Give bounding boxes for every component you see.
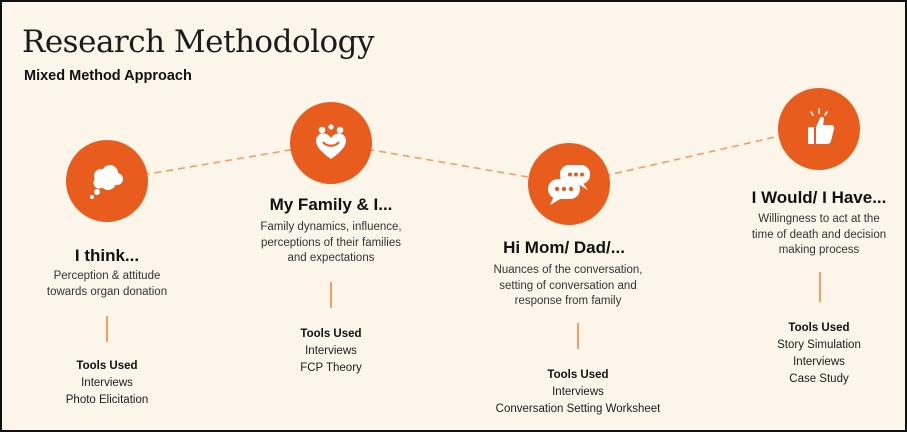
stage-1-divider [106, 316, 108, 342]
stage-4-description: Willingness to act at the time of death … [719, 212, 907, 259]
stage-2-description: Family dynamics, influence, perceptions … [231, 220, 431, 267]
stage-3-description-line: Nuances of the conversation, [493, 264, 643, 276]
tool-item: Story Simulation [777, 339, 861, 351]
tool-item: Interviews [552, 386, 604, 398]
stage-3-circle [528, 143, 610, 225]
page-title: Research Methodology [22, 24, 375, 60]
stage-1-description-line: towards organ donation [46, 285, 168, 298]
stage-1-description-line: Perception & attitude [53, 270, 161, 282]
tool-item: Interviews [81, 377, 133, 389]
family-heart-icon [316, 124, 346, 159]
stage-2-description-line: perceptions of their families [261, 236, 401, 249]
stage-3-title: Hi Mom/ Dad/... [503, 238, 625, 257]
stage-2-title: My Family & I... [269, 195, 393, 214]
stage-3-description: Nuances of the conversation, setting of … [468, 263, 668, 310]
page-subtitle: Mixed Method Approach [24, 68, 192, 84]
tool-item: Case Study [789, 373, 849, 385]
stage-4-tools: Tools Used Story Simulation Interviews C… [709, 320, 907, 388]
stage-3-description-line: setting of conversation and [499, 279, 637, 292]
tool-item: Interviews [305, 345, 357, 357]
stage-2-description-line: Family dynamics, influence, [260, 221, 402, 233]
stage-1-circle [66, 140, 148, 222]
tools-heading: Tools Used [300, 328, 362, 340]
tools-heading: Tools Used [76, 360, 138, 372]
stage-1-description: Perception & attitude towards organ dona… [7, 269, 207, 300]
chat-bubbles-icon [548, 165, 590, 205]
tool-item: Interviews [793, 356, 845, 368]
tools-heading: Tools Used [788, 322, 850, 334]
tool-item: FCP Theory [300, 362, 362, 374]
thought-bubble-icon [90, 165, 123, 199]
stage-4-description-line: Willingness to act at the [758, 213, 880, 225]
stage-1-tools: Tools Used Interviews Photo Elicitation [0, 358, 217, 409]
stage-1-title: I think... [74, 246, 140, 265]
tool-item: Conversation Setting Worksheet [495, 403, 661, 415]
stage-4-title: I Would/ I Have... [751, 188, 887, 207]
stage-3-description-line: response from family [514, 295, 622, 307]
stage-4-circle [778, 88, 860, 170]
stage-2-tools: Tools Used Interviews FCP Theory [221, 326, 441, 377]
tools-heading: Tools Used [547, 369, 609, 381]
stage-3-tools: Tools Used Interviews Conversation Setti… [468, 367, 688, 418]
stage-2-circle [290, 102, 372, 184]
stage-4-description-line: making process [778, 244, 860, 256]
stage-4-divider [819, 272, 821, 302]
stage-3-divider [577, 323, 579, 349]
stage-4-description-line: time of death and decision [751, 228, 887, 241]
tool-item: Photo Elicitation [65, 394, 149, 406]
thumbs-up-icon [808, 108, 835, 144]
stage-2-divider [330, 282, 332, 308]
stage-2-description-line: and expectations [287, 252, 375, 264]
